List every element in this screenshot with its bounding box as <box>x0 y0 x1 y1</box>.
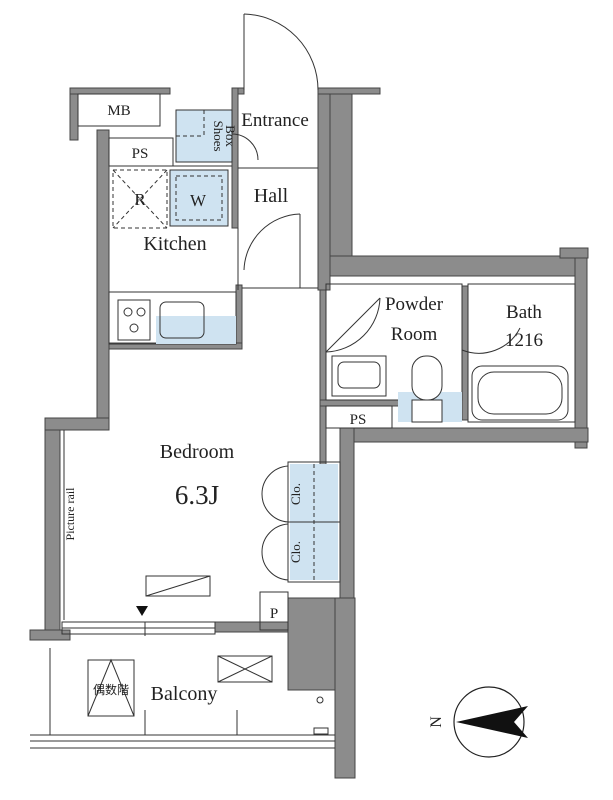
walls <box>29 87 589 779</box>
compass-circle <box>453 686 525 758</box>
kitchen-sink <box>159 301 205 339</box>
compass: N <box>428 686 528 758</box>
toilet <box>411 355 443 401</box>
washer-pan <box>169 169 229 227</box>
label-ps-top: PS <box>132 146 149 162</box>
stove <box>117 299 151 341</box>
label-refrigerator: R <box>134 190 146 209</box>
label-bedroom-size: 6.3J <box>175 480 219 510</box>
window-marker-icon <box>136 606 148 616</box>
label-hall: Hall <box>254 185 289 207</box>
label-shoes-box-2: Box <box>223 125 238 147</box>
kitchen-counter-fill <box>156 316 236 344</box>
label-balcony: Balcony <box>151 683 218 705</box>
label-escape-hatch: 偶数階 <box>93 682 129 697</box>
label-powder-room-2: Room <box>391 324 438 345</box>
label-bath: Bath <box>506 302 542 323</box>
label-shoes-box-1: Shoes <box>211 120 226 151</box>
label-bedroom: Bedroom <box>160 441 235 463</box>
doors <box>231 13 521 581</box>
bathtub <box>471 365 569 421</box>
label-kitchen: Kitchen <box>143 233 206 255</box>
labels: MB PS Shoes Box Entrance R W Hall Kitche… <box>63 103 543 705</box>
label-powder-room-1: Powder <box>385 294 444 315</box>
compass-north-label: N <box>428 716 445 728</box>
label-closet-2: Clo. <box>288 541 303 563</box>
fixtures <box>87 109 569 735</box>
label-washer: W <box>190 191 207 210</box>
label-picture-rail: Picture rail <box>63 487 77 541</box>
label-bath-size: 1216 <box>505 330 543 351</box>
compass-arrow-icon <box>456 706 528 738</box>
label-mb: MB <box>107 103 130 119</box>
label-p: P <box>270 606 278 622</box>
label-closet-1: Clo. <box>288 483 303 505</box>
label-entrance: Entrance <box>241 110 309 131</box>
label-ps-mid: PS <box>350 412 367 428</box>
